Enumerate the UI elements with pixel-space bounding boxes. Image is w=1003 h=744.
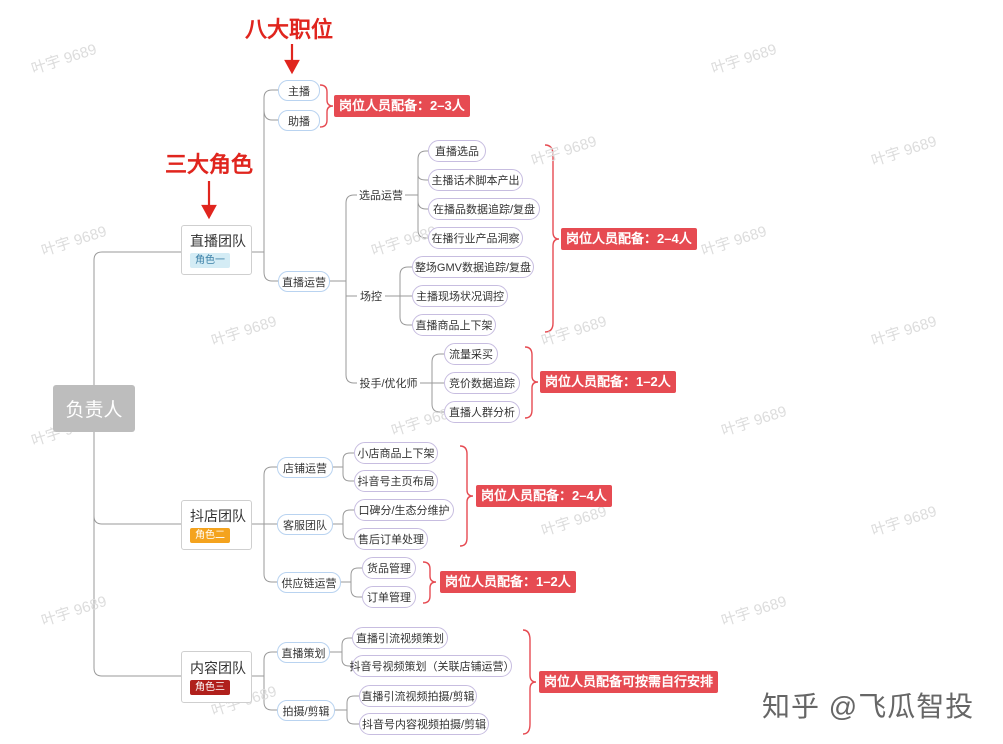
staffing-badge: 岗位人员配备：2–4人: [561, 228, 697, 250]
task-reputation: 口碑分/生态分维护: [354, 499, 454, 521]
task-store-listing: 小店商品上下架: [354, 442, 438, 464]
task-gmv-tracking: 整场GMV数据追踪/复盘: [412, 256, 534, 278]
task-douyin-content-shoot: 抖音号内容视频拍摄/剪辑: [359, 713, 489, 735]
position-live-ops: 直播运营: [278, 271, 330, 292]
staffing-badge: 岗位人员配备：2–4人: [476, 485, 612, 507]
staffing-badge: 岗位人员配备可按需自行安排: [539, 671, 719, 693]
task-industry-insight: 在播行业产品洞察: [428, 227, 523, 249]
group-field-control: 场控: [357, 287, 385, 305]
team-name: 直播团队: [190, 233, 246, 249]
root-node: 负责人: [53, 385, 135, 432]
position-customer-service: 客服团队: [277, 514, 333, 535]
staffing-badge: 岗位人员配备：1–2人: [540, 371, 676, 393]
staffing-badge: 岗位人员配备：1–2人: [440, 571, 576, 593]
position-assistant: 助播: [278, 110, 320, 131]
task-homepage-layout: 抖音号主页布局: [354, 470, 438, 492]
team-live: 直播团队 角色一: [181, 225, 252, 275]
task-live-video-shoot: 直播引流视频拍摄/剪辑: [359, 685, 477, 707]
team-content: 内容团队 角色三: [181, 651, 252, 703]
position-live-planning: 直播策划: [277, 642, 330, 663]
task-crowd-analysis: 直播人群分析: [444, 401, 520, 423]
task-live-video-plan: 直播引流视频策划: [352, 627, 448, 649]
position-anchor: 主播: [278, 80, 320, 101]
task-bid-tracking: 竞价数据追踪: [444, 372, 520, 394]
task-field-status: 主播现场状况调控: [412, 285, 508, 307]
task-traffic-buy: 流量采买: [444, 343, 498, 365]
task-product-listing: 直播商品上下架: [412, 314, 496, 336]
position-supply-chain: 供应链运营: [277, 572, 341, 593]
task-douyin-video-plan: 抖音号视频策划（关联店铺运营）: [350, 655, 515, 677]
team-douyin-shop: 抖店团队 角色二: [181, 500, 252, 550]
task-goods-mgmt: 货品管理: [362, 557, 416, 579]
role-tag: 角色一: [190, 253, 230, 268]
group-selection-ops: 选品运营: [357, 186, 405, 204]
group-ads-optimizer: 投手/优化师: [357, 374, 420, 392]
source-credit: 知乎 @飞瓜智投: [762, 691, 975, 722]
task-product-tracking: 在播品数据追踪/复盘: [428, 198, 540, 220]
task-live-selection: 直播选品: [428, 140, 486, 162]
role-tag: 角色二: [190, 528, 230, 543]
positions-annotation: 八大职位: [245, 17, 334, 42]
task-script-output: 主播话术脚本产出: [428, 169, 523, 191]
task-order-mgmt: 订单管理: [362, 586, 416, 608]
position-shop-ops: 店铺运营: [277, 457, 333, 478]
task-after-sales: 售后订单处理: [354, 528, 428, 550]
position-shoot-edit: 拍摄/剪辑: [277, 700, 335, 721]
role-tag: 角色三: [190, 680, 230, 695]
staffing-badge: 岗位人员配备：2–3人: [334, 95, 470, 117]
team-name: 内容团队: [190, 660, 246, 676]
team-name: 抖店团队: [190, 508, 246, 524]
roles-annotation: 三大角色: [165, 152, 254, 177]
